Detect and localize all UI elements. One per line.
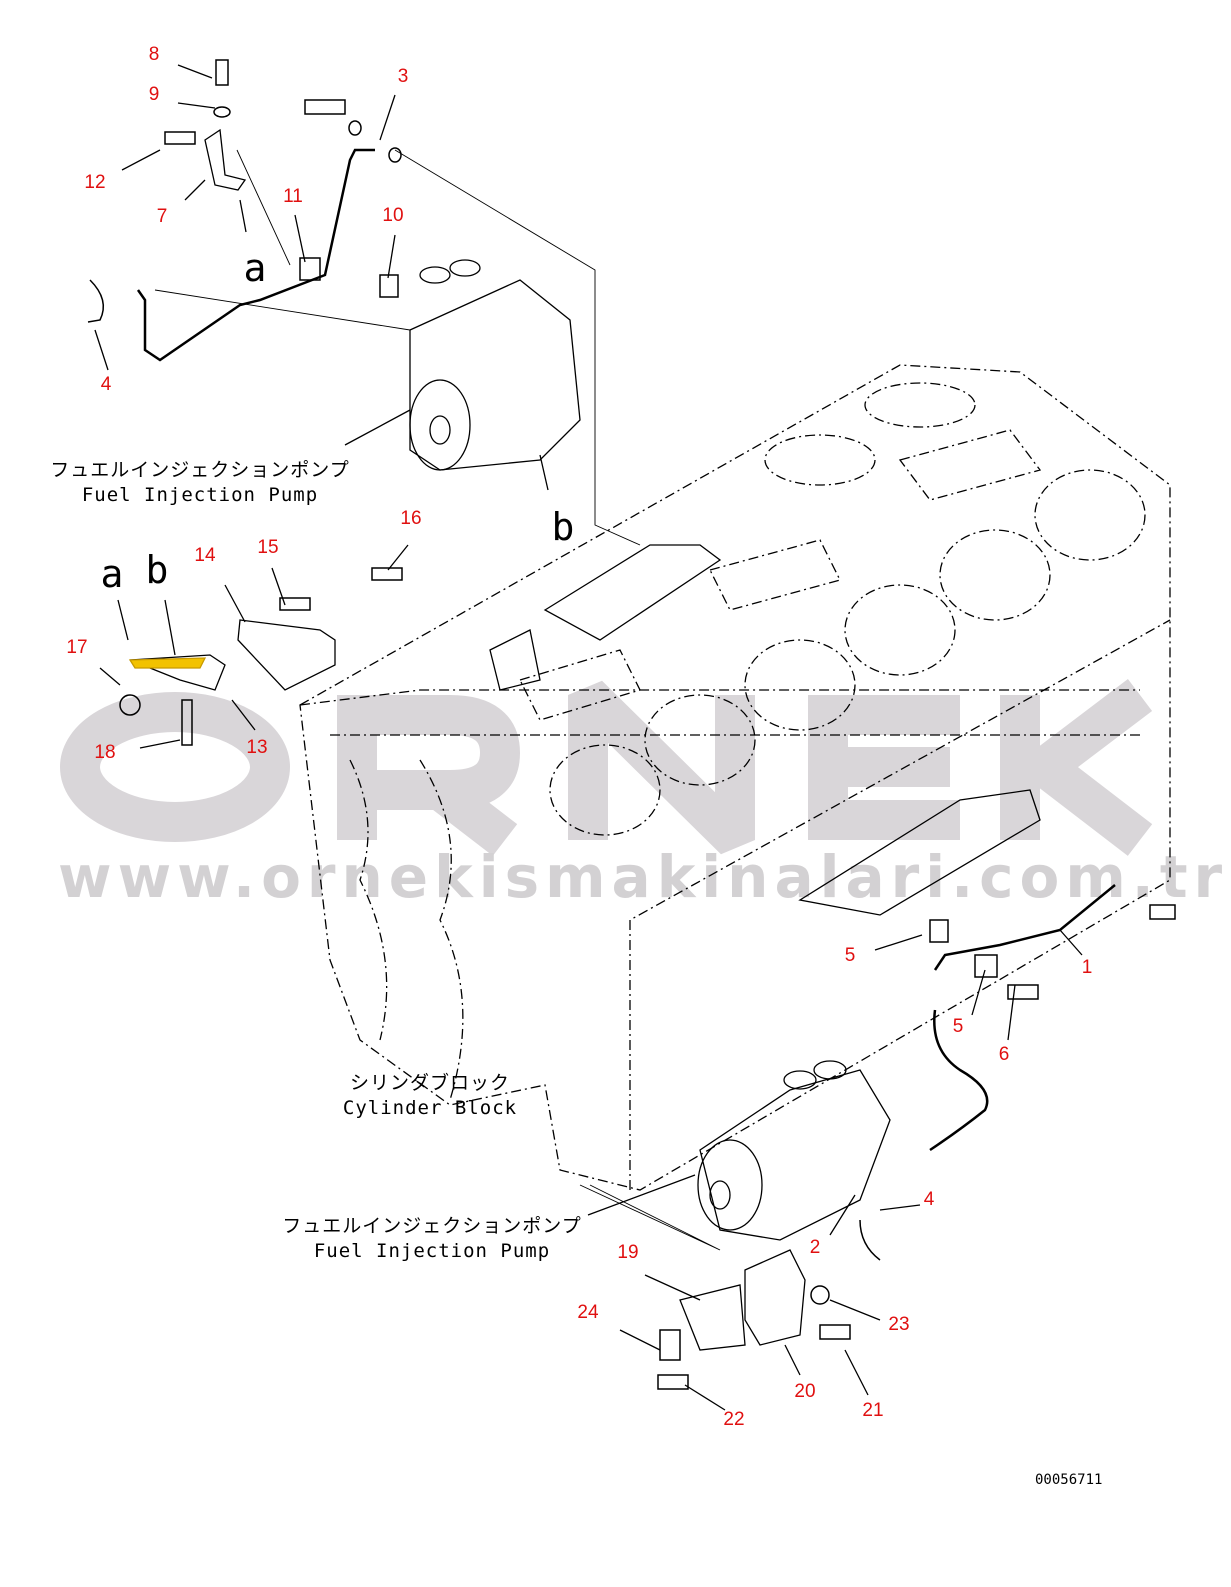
- drawing-code: 00056711: [1035, 1472, 1103, 1488]
- callout-16[interactable]: 16: [400, 508, 422, 529]
- callout-1[interactable]: 1: [1081, 957, 1093, 978]
- fuel-injection-pump-top: [409, 259, 581, 471]
- callout-4[interactable]: 4: [100, 374, 112, 395]
- view-marker-a: a: [243, 246, 267, 290]
- bracket-14: [237, 619, 336, 691]
- watermark-letter-r: [337, 695, 521, 856]
- callout-15[interactable]: 15: [257, 537, 279, 558]
- caption-jp: フュエルインジェクションポンプ: [282, 1215, 582, 1237]
- callout-7[interactable]: 7: [156, 206, 168, 227]
- callout-20[interactable]: 20: [794, 1381, 816, 1402]
- caption-en: Cylinder Block: [342, 1097, 518, 1119]
- callout-22[interactable]: 22: [723, 1409, 745, 1430]
- callout-13[interactable]: 13: [246, 737, 268, 758]
- watermark-letter-n: [568, 680, 755, 855]
- callout-12[interactable]: 12: [84, 172, 106, 193]
- watermark-letter-k: [1000, 679, 1153, 856]
- callout-11[interactable]: 11: [283, 186, 303, 207]
- callout-24[interactable]: 24: [577, 1302, 599, 1323]
- callout-23[interactable]: 23: [888, 1314, 910, 1335]
- watermark-url: www.ornekismakinalari.com.tr: [58, 843, 1229, 911]
- callout-5[interactable]: 5: [844, 945, 856, 966]
- callout-4[interactable]: 4: [923, 1189, 935, 1210]
- bracket-19: [679, 1284, 746, 1351]
- fuel-hose: [929, 1009, 989, 1152]
- callout-14[interactable]: 14: [194, 545, 216, 566]
- caption-en: Fuel Injection Pump: [81, 484, 319, 506]
- view-marker-b: b: [551, 505, 575, 549]
- callout-19[interactable]: 19: [617, 1242, 639, 1263]
- cylinder-block: [299, 364, 1171, 1191]
- callout-17[interactable]: 17: [66, 637, 88, 658]
- leader-lines: [94, 64, 1083, 1411]
- fuel-pipe-top: [136, 148, 375, 362]
- bolts: [87, 59, 1176, 1390]
- caption-en: Fuel Injection Pump: [313, 1240, 551, 1262]
- fuel-rail-bottom: [798, 789, 1041, 916]
- caption-cylinder-block: シリンダブロック Cylinder Block: [343, 1071, 517, 1121]
- caption-jp: フュエルインジェクションポンプ: [50, 459, 350, 481]
- callout-10[interactable]: 10: [382, 205, 404, 226]
- clip-7: [204, 128, 247, 191]
- watermark-letter-e: [808, 695, 960, 840]
- watermark-letter-o: [60, 692, 290, 842]
- callout-5[interactable]: 5: [952, 1016, 964, 1037]
- bracket-highlight: [128, 657, 207, 669]
- fuel-injection-pump-bottom: [697, 1060, 891, 1241]
- view-marker-a: a: [100, 552, 124, 596]
- callout-3[interactable]: 3: [397, 66, 409, 87]
- bracket-13: [129, 654, 226, 691]
- view-marker-b: b: [145, 548, 169, 592]
- caption-fuel-injection-pump-bottom: フュエルインジェクションポンプ Fuel Injection Pump: [282, 1214, 581, 1264]
- callout-18[interactable]: 18: [94, 742, 116, 763]
- caption-fuel-injection-pump-top: フュエルインジェクションポンプ Fuel Injection Pump: [50, 458, 349, 508]
- callout-6[interactable]: 6: [998, 1044, 1010, 1065]
- fuel-rail-top: [489, 544, 722, 691]
- caption-jp: シリンダブロック: [349, 1072, 510, 1094]
- fuel-pipe-right: [933, 884, 1116, 971]
- bracket-20: [744, 1249, 806, 1346]
- callout-2[interactable]: 2: [809, 1237, 821, 1258]
- callout-21[interactable]: 21: [862, 1400, 884, 1421]
- callout-8[interactable]: 8: [148, 44, 160, 65]
- callout-9[interactable]: 9: [148, 84, 160, 105]
